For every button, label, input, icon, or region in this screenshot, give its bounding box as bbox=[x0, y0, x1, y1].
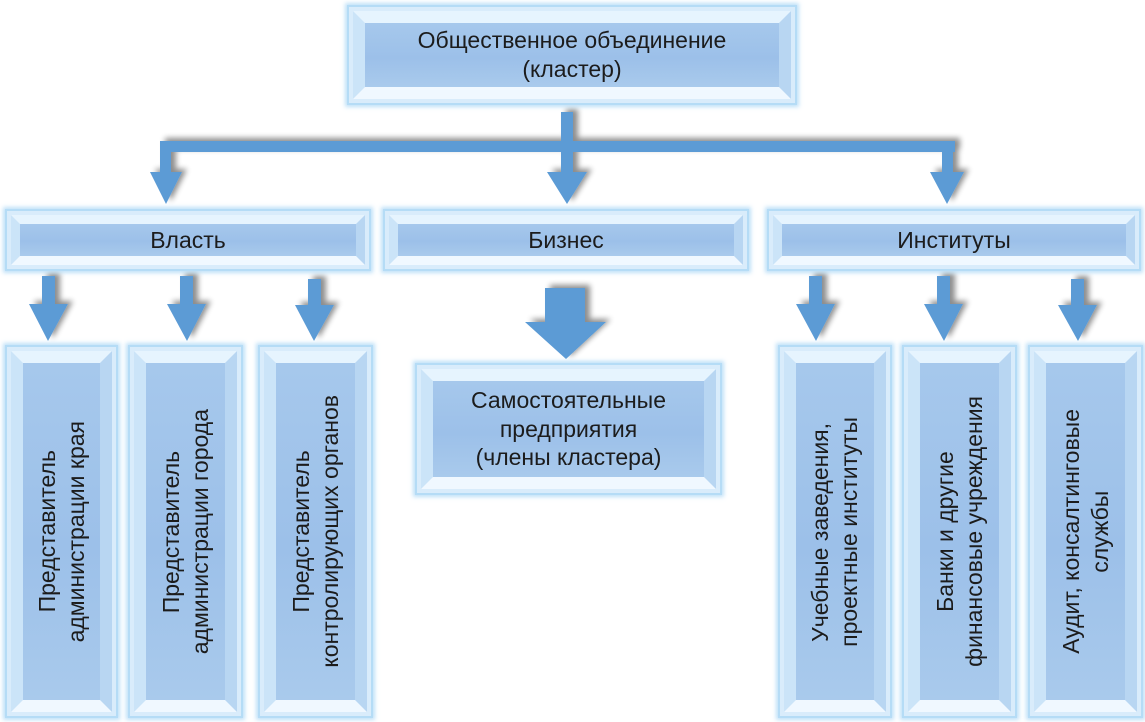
vlast-child-2-arrow-icon bbox=[167, 304, 206, 341]
vlast-child-3-stem bbox=[308, 279, 321, 307]
instituty-stem-connector bbox=[942, 141, 953, 175]
biznes-child-1-label: Самостоятельные предприятия (члены класт… bbox=[470, 386, 667, 471]
branch-biznes: Бизнес bbox=[383, 209, 749, 271]
branch-instituty-label: Институты bbox=[897, 226, 1011, 253]
instituty-arrow-icon bbox=[930, 172, 964, 204]
vlast-child-3-arrow-icon bbox=[295, 305, 334, 341]
instituty-child-2-arrow-icon bbox=[924, 304, 963, 341]
horizontal-bus-connector bbox=[160, 141, 955, 152]
branch-vlast-label: Власть bbox=[150, 226, 226, 253]
vlast-child-2: Представитель администрации города bbox=[128, 345, 243, 718]
vlast-child-2-label: Представитель администрации города bbox=[157, 408, 213, 655]
biznes-child-1: Самостоятельные предприятия (члены класт… bbox=[415, 363, 722, 495]
vlast-child-1-label: Представитель администрации края bbox=[33, 420, 89, 643]
vlast-arrow-icon bbox=[150, 172, 182, 204]
vlast-child-2-stem bbox=[180, 276, 193, 306]
instituty-child-1-stem bbox=[809, 276, 822, 306]
branch-vlast: Власть bbox=[5, 209, 371, 271]
vlast-stem-connector bbox=[160, 141, 171, 175]
biznes-arrow-icon bbox=[547, 172, 587, 204]
root-node: Общественное объединение (кластер) bbox=[347, 5, 797, 105]
instituty-child-2: Банки и другие финансовые учреждения bbox=[902, 345, 1017, 718]
biznes-child-arrow-icon bbox=[525, 288, 606, 359]
instituty-child-2-stem bbox=[937, 276, 950, 306]
instituty-child-2-label: Банки и другие финансовые учреждения bbox=[931, 396, 987, 667]
instituty-child-1-label: Учебные заведения, проектные институты bbox=[807, 416, 862, 647]
vlast-child-3: Представитель контролирующих органов bbox=[258, 345, 373, 718]
vlast-child-1: Представитель администрации края bbox=[5, 345, 118, 718]
vlast-child-1-stem bbox=[42, 276, 55, 306]
vlast-child-3-label: Представитель контролирующих органов bbox=[287, 395, 343, 668]
instituty-child-1-arrow-icon bbox=[796, 304, 835, 341]
branch-instituty: Институты bbox=[767, 209, 1141, 271]
instituty-child-3-label: Аудит, консалтинговые службы bbox=[1057, 409, 1113, 654]
instituty-child-3-stem bbox=[1071, 279, 1084, 307]
root-node-label: Общественное объединение (кластер) bbox=[417, 27, 727, 82]
instituty-child-3: Аудит, консалтинговые службы bbox=[1028, 345, 1143, 718]
vlast-child-1-arrow-icon bbox=[29, 304, 68, 341]
branch-biznes-label: Бизнес bbox=[528, 226, 604, 253]
instituty-child-3-arrow-icon bbox=[1058, 305, 1097, 341]
instituty-child-1: Учебные заведения, проектные институты bbox=[778, 345, 892, 718]
